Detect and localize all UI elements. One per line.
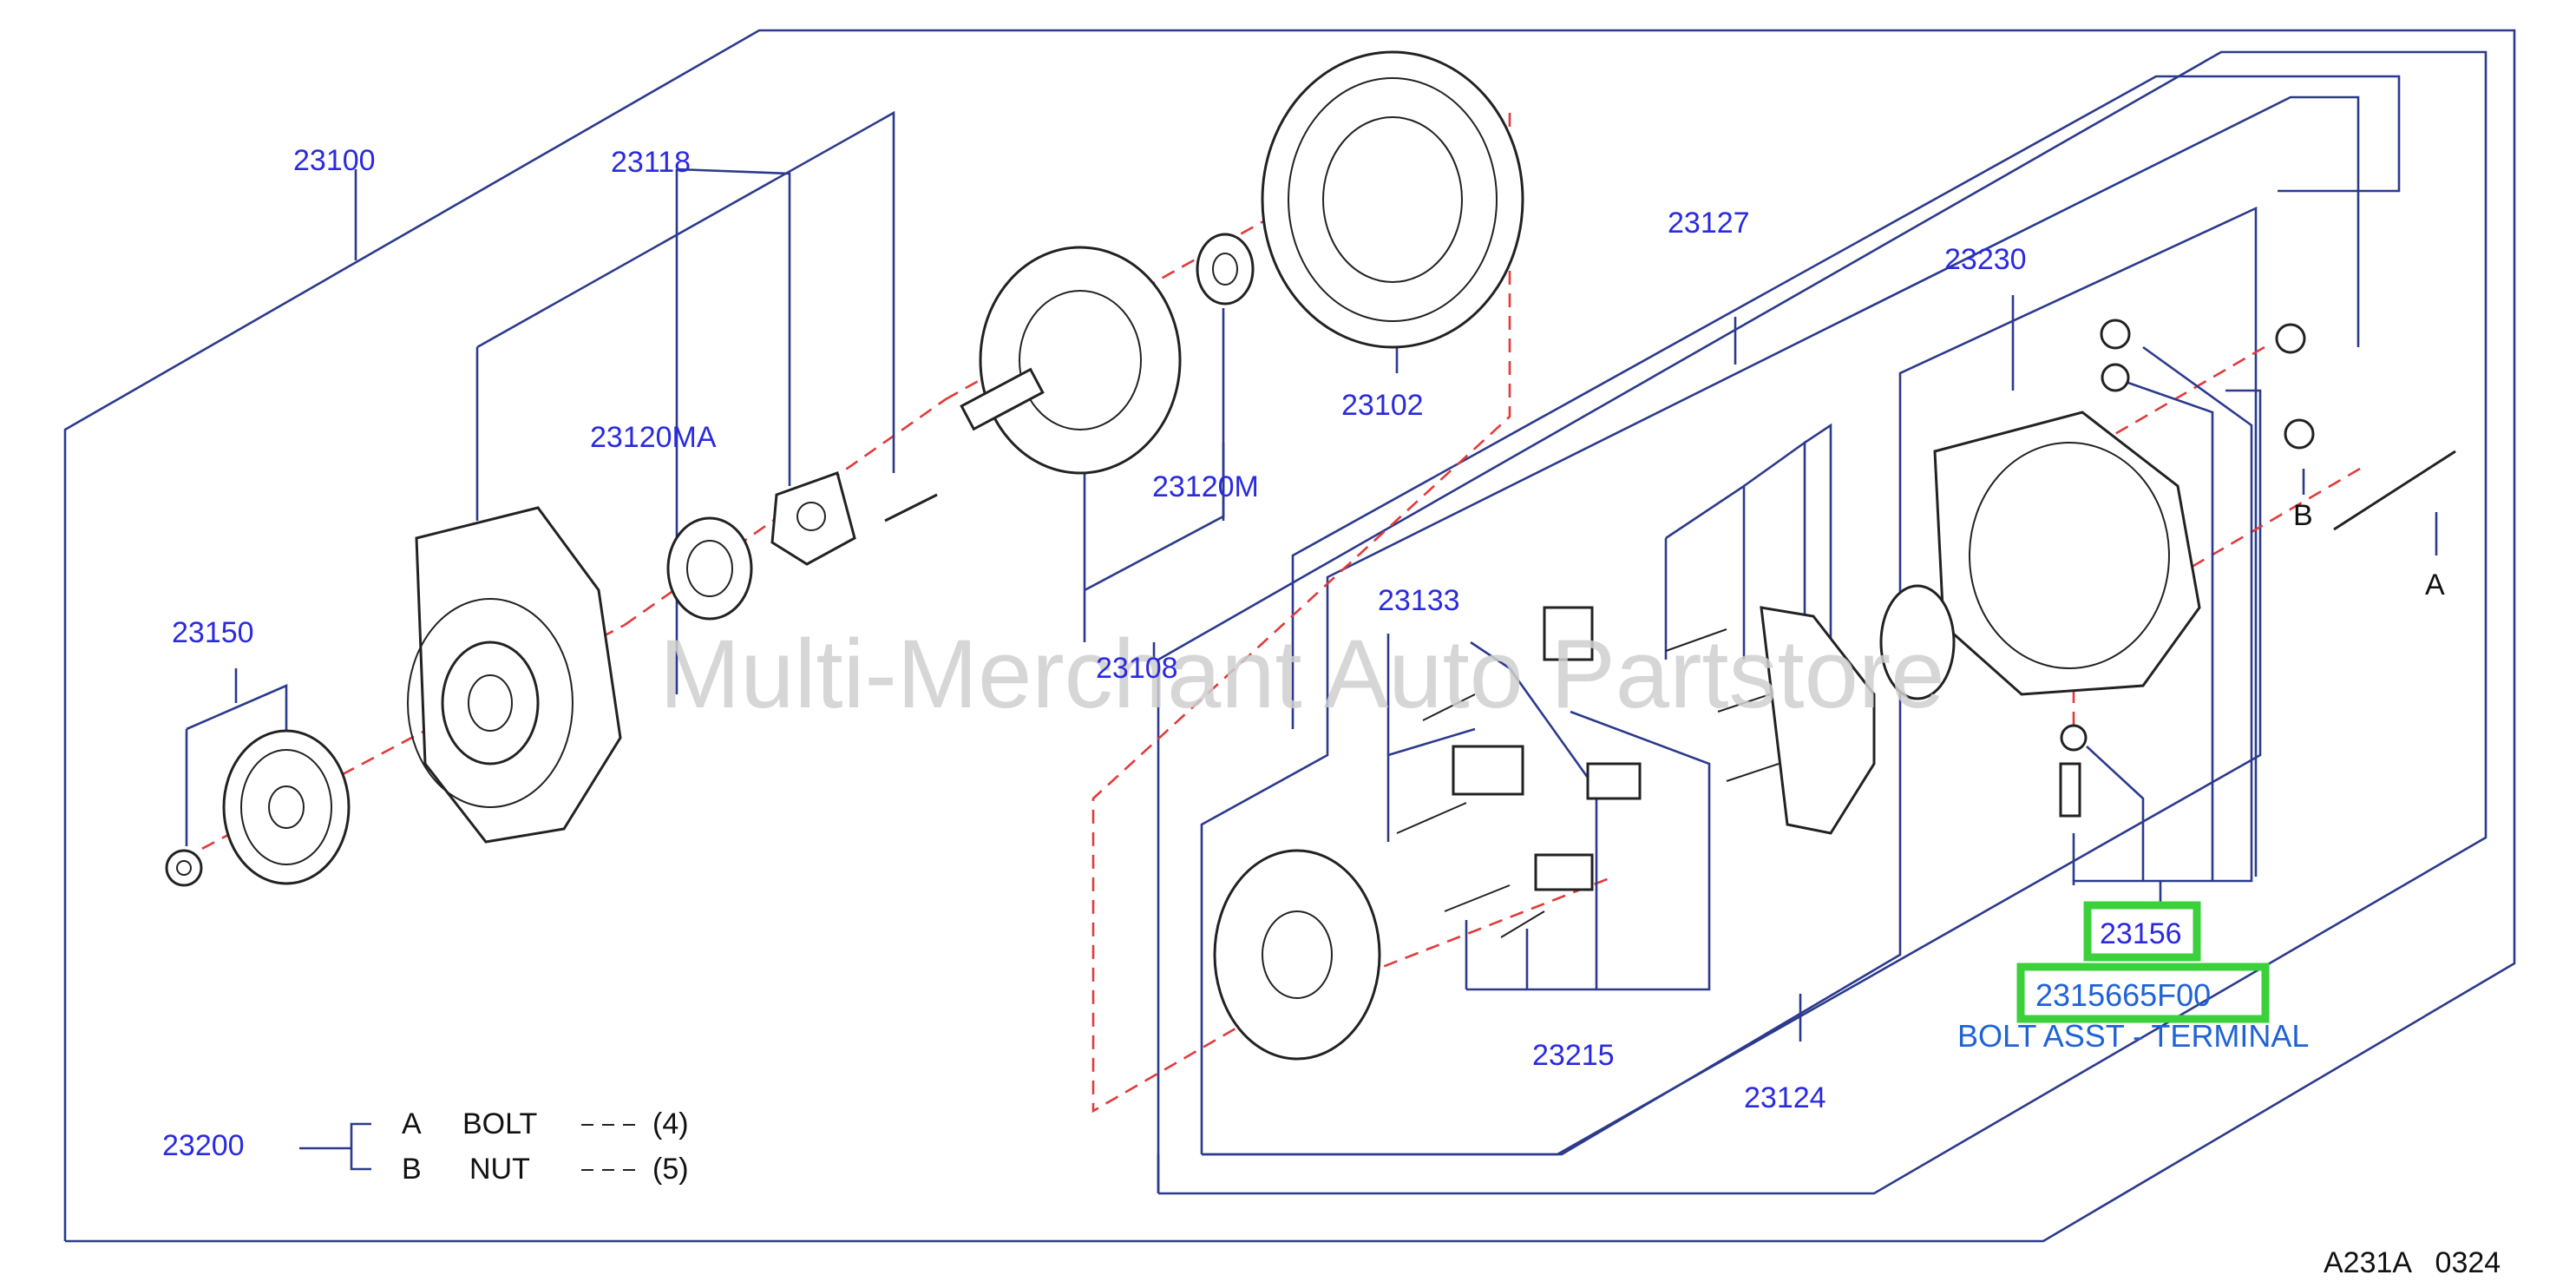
front-housing-drawing (407, 506, 622, 844)
label-23156[interactable]: 23156 (2100, 917, 2182, 950)
label-23100[interactable]: 23100 (293, 144, 376, 177)
label-23120m[interactable]: 23120M (1152, 470, 1259, 503)
label-23108[interactable]: 23108 (1096, 652, 1178, 685)
label-23120ma[interactable]: 23120MA (590, 421, 717, 454)
label-23118[interactable]: 23118 (611, 146, 691, 179)
pulley-drawing (165, 729, 351, 887)
rear-housing-drawing (1879, 319, 2456, 818)
label-b: B (2293, 499, 2313, 532)
legend-key-b: B (402, 1153, 422, 1186)
label-23127[interactable]: 23127 (1668, 207, 1750, 240)
footer-code: A231A 0324 (2324, 1246, 2501, 1279)
legend: 23200 A BOLT (4) B NUT (5) (162, 1107, 689, 1186)
highlight-part-number[interactable]: 2315665F00 (2035, 977, 2211, 1013)
legend-name-bolt: BOLT (462, 1107, 537, 1140)
rectifier-drawing (1665, 606, 1876, 835)
legend-group[interactable]: 23200 (162, 1129, 245, 1162)
leader-lines (185, 110, 2438, 1042)
stator-drawing (1261, 50, 1524, 349)
label-23150[interactable]: 23150 (172, 616, 254, 649)
rotor-drawing (960, 233, 1255, 475)
label-23102[interactable]: 23102 (1341, 389, 1424, 422)
legend-key-a: A (402, 1107, 422, 1140)
label-a: A (2425, 568, 2445, 601)
rear-cover-drawing (1213, 849, 1381, 1061)
label-23215[interactable]: 23215 (1532, 1039, 1615, 1072)
bearing-drawing (666, 471, 938, 621)
label-23133[interactable]: 23133 (1378, 584, 1460, 617)
legend-qty-nut: (5) (652, 1153, 689, 1186)
label-23124[interactable]: 23124 (1744, 1081, 1826, 1114)
highlight-description: BOLT ASST - TERMINAL (1957, 1018, 2309, 1054)
legend-qty-bolt: (4) (652, 1107, 689, 1140)
part-labels: 23100 23118 23120MA 23150 23102 23120M 2… (172, 144, 2445, 1114)
brush-holder-drawing (1396, 606, 1642, 938)
watermark: Multi-Merchant Auto Partstore (659, 620, 1944, 728)
legend-name-nut: NUT (469, 1153, 530, 1186)
highlighted-part[interactable]: 23156 2315665F00 BOLT ASST - TERMINAL (1957, 901, 2309, 1054)
label-23230[interactable]: 23230 (1944, 243, 2027, 276)
